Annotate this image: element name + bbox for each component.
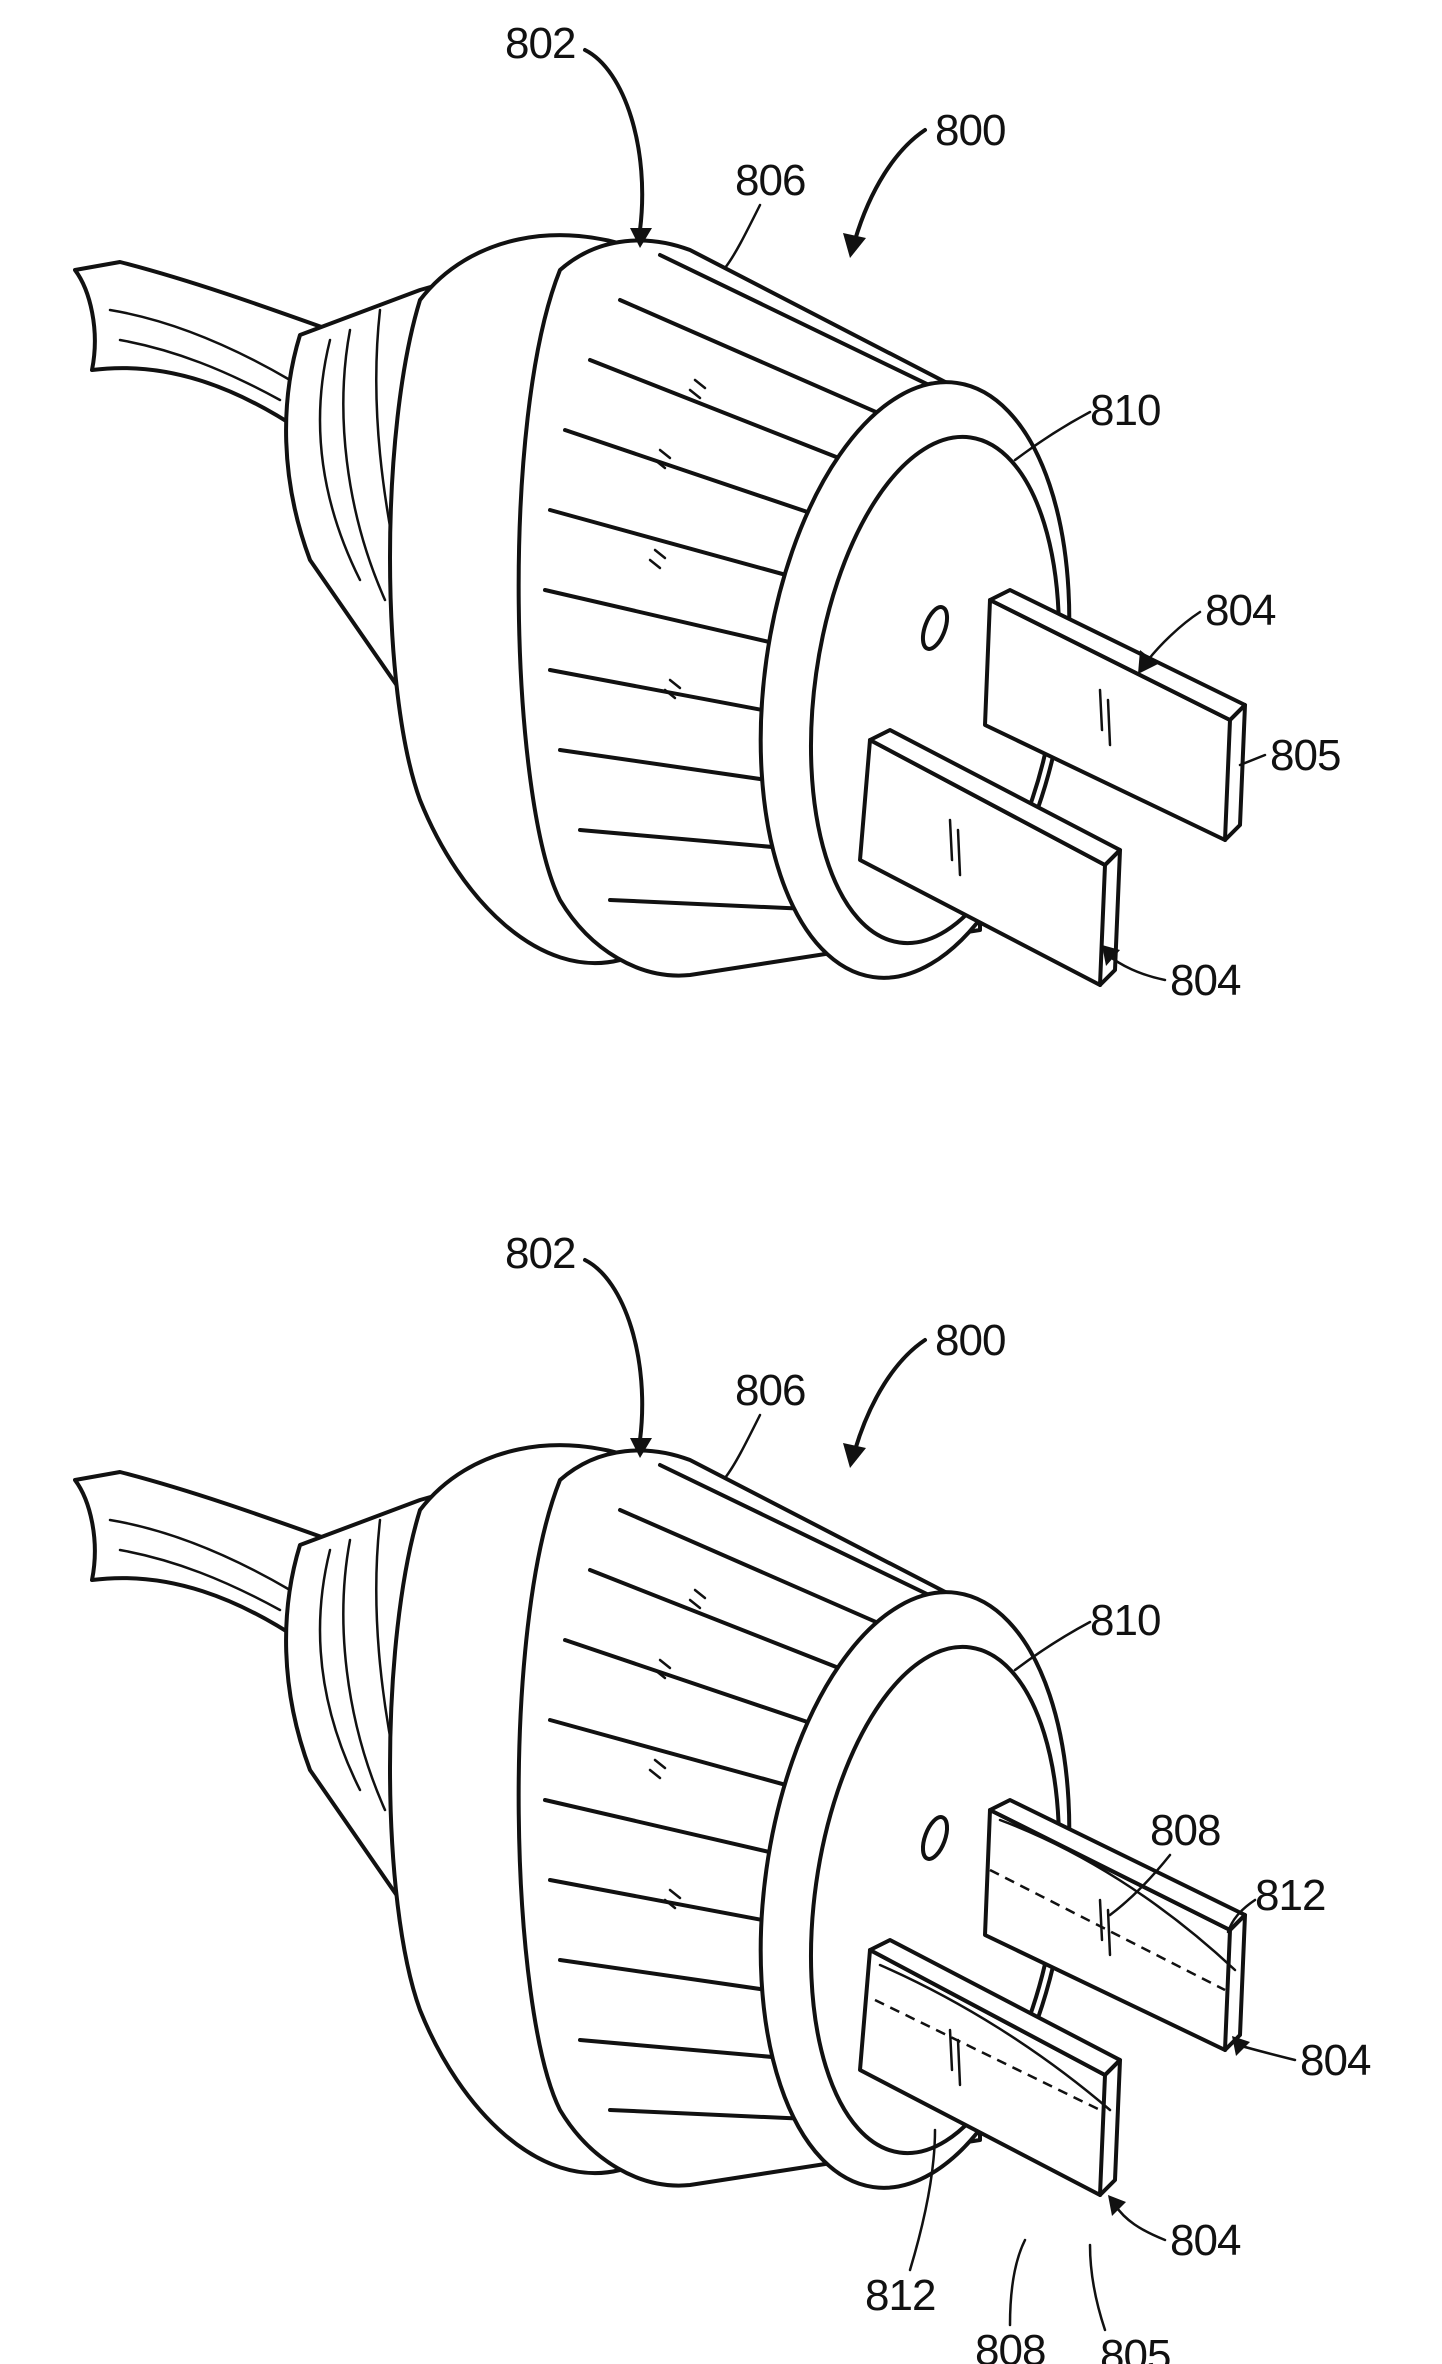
upper-label-804-bottom: 804: [1170, 956, 1241, 1005]
upper-view: 802 806 800 810 804 805 804: [75, 19, 1340, 1005]
upper-label-806: 806: [735, 156, 805, 205]
upper-plug-drawing: [75, 235, 1245, 998]
lower-arrowhead-804-top: [1232, 2036, 1250, 2056]
upper-leader-804-top: [1148, 612, 1200, 660]
lower-leader-802: [585, 1260, 642, 1440]
lower-arrowhead-800: [843, 1443, 866, 1468]
lower-label-810: 810: [1090, 1596, 1160, 1645]
upper-leader-800: [855, 130, 925, 240]
lower-view: 802 806 800 810 808 812 804 804 812 808 …: [75, 1229, 1371, 2364]
upper-leader-802: [585, 50, 642, 230]
upper-label-810: 810: [1090, 386, 1160, 435]
lower-label-804-bottom: 804: [1170, 2216, 1241, 2265]
upper-arrowhead-800: [843, 233, 866, 258]
lower-leader-808-bottom: [1010, 2240, 1025, 2325]
lower-leader-800: [855, 1340, 925, 1450]
lower-label-808-top: 808: [1150, 1806, 1220, 1855]
lower-leader-805: [1090, 2245, 1105, 2330]
lower-label-812-bottom: 812: [865, 2271, 935, 2320]
lower-label-802: 802: [505, 1229, 575, 1278]
upper-label-802: 802: [505, 19, 575, 68]
lower-label-804-top: 804: [1300, 2036, 1371, 2085]
lower-label-805: 805: [1100, 2331, 1170, 2364]
lower-arrowhead-804-bottom: [1108, 2195, 1126, 2216]
lower-label-812-top: 812: [1255, 1871, 1325, 1920]
lower-leader-806: [725, 1415, 760, 1478]
lower-label-806: 806: [735, 1366, 805, 1415]
lower-plug-drawing: [75, 1445, 1245, 2208]
upper-label-805: 805: [1270, 731, 1340, 780]
lower-leader-804-top: [1238, 2045, 1295, 2060]
upper-label-804-top: 804: [1205, 586, 1276, 635]
lower-leader-804-bottom: [1115, 2205, 1165, 2240]
lower-label-808-bottom: 808: [975, 2326, 1045, 2364]
upper-leader-806: [725, 205, 760, 268]
upper-label-800: 800: [935, 106, 1005, 155]
lower-label-800: 800: [935, 1316, 1005, 1365]
